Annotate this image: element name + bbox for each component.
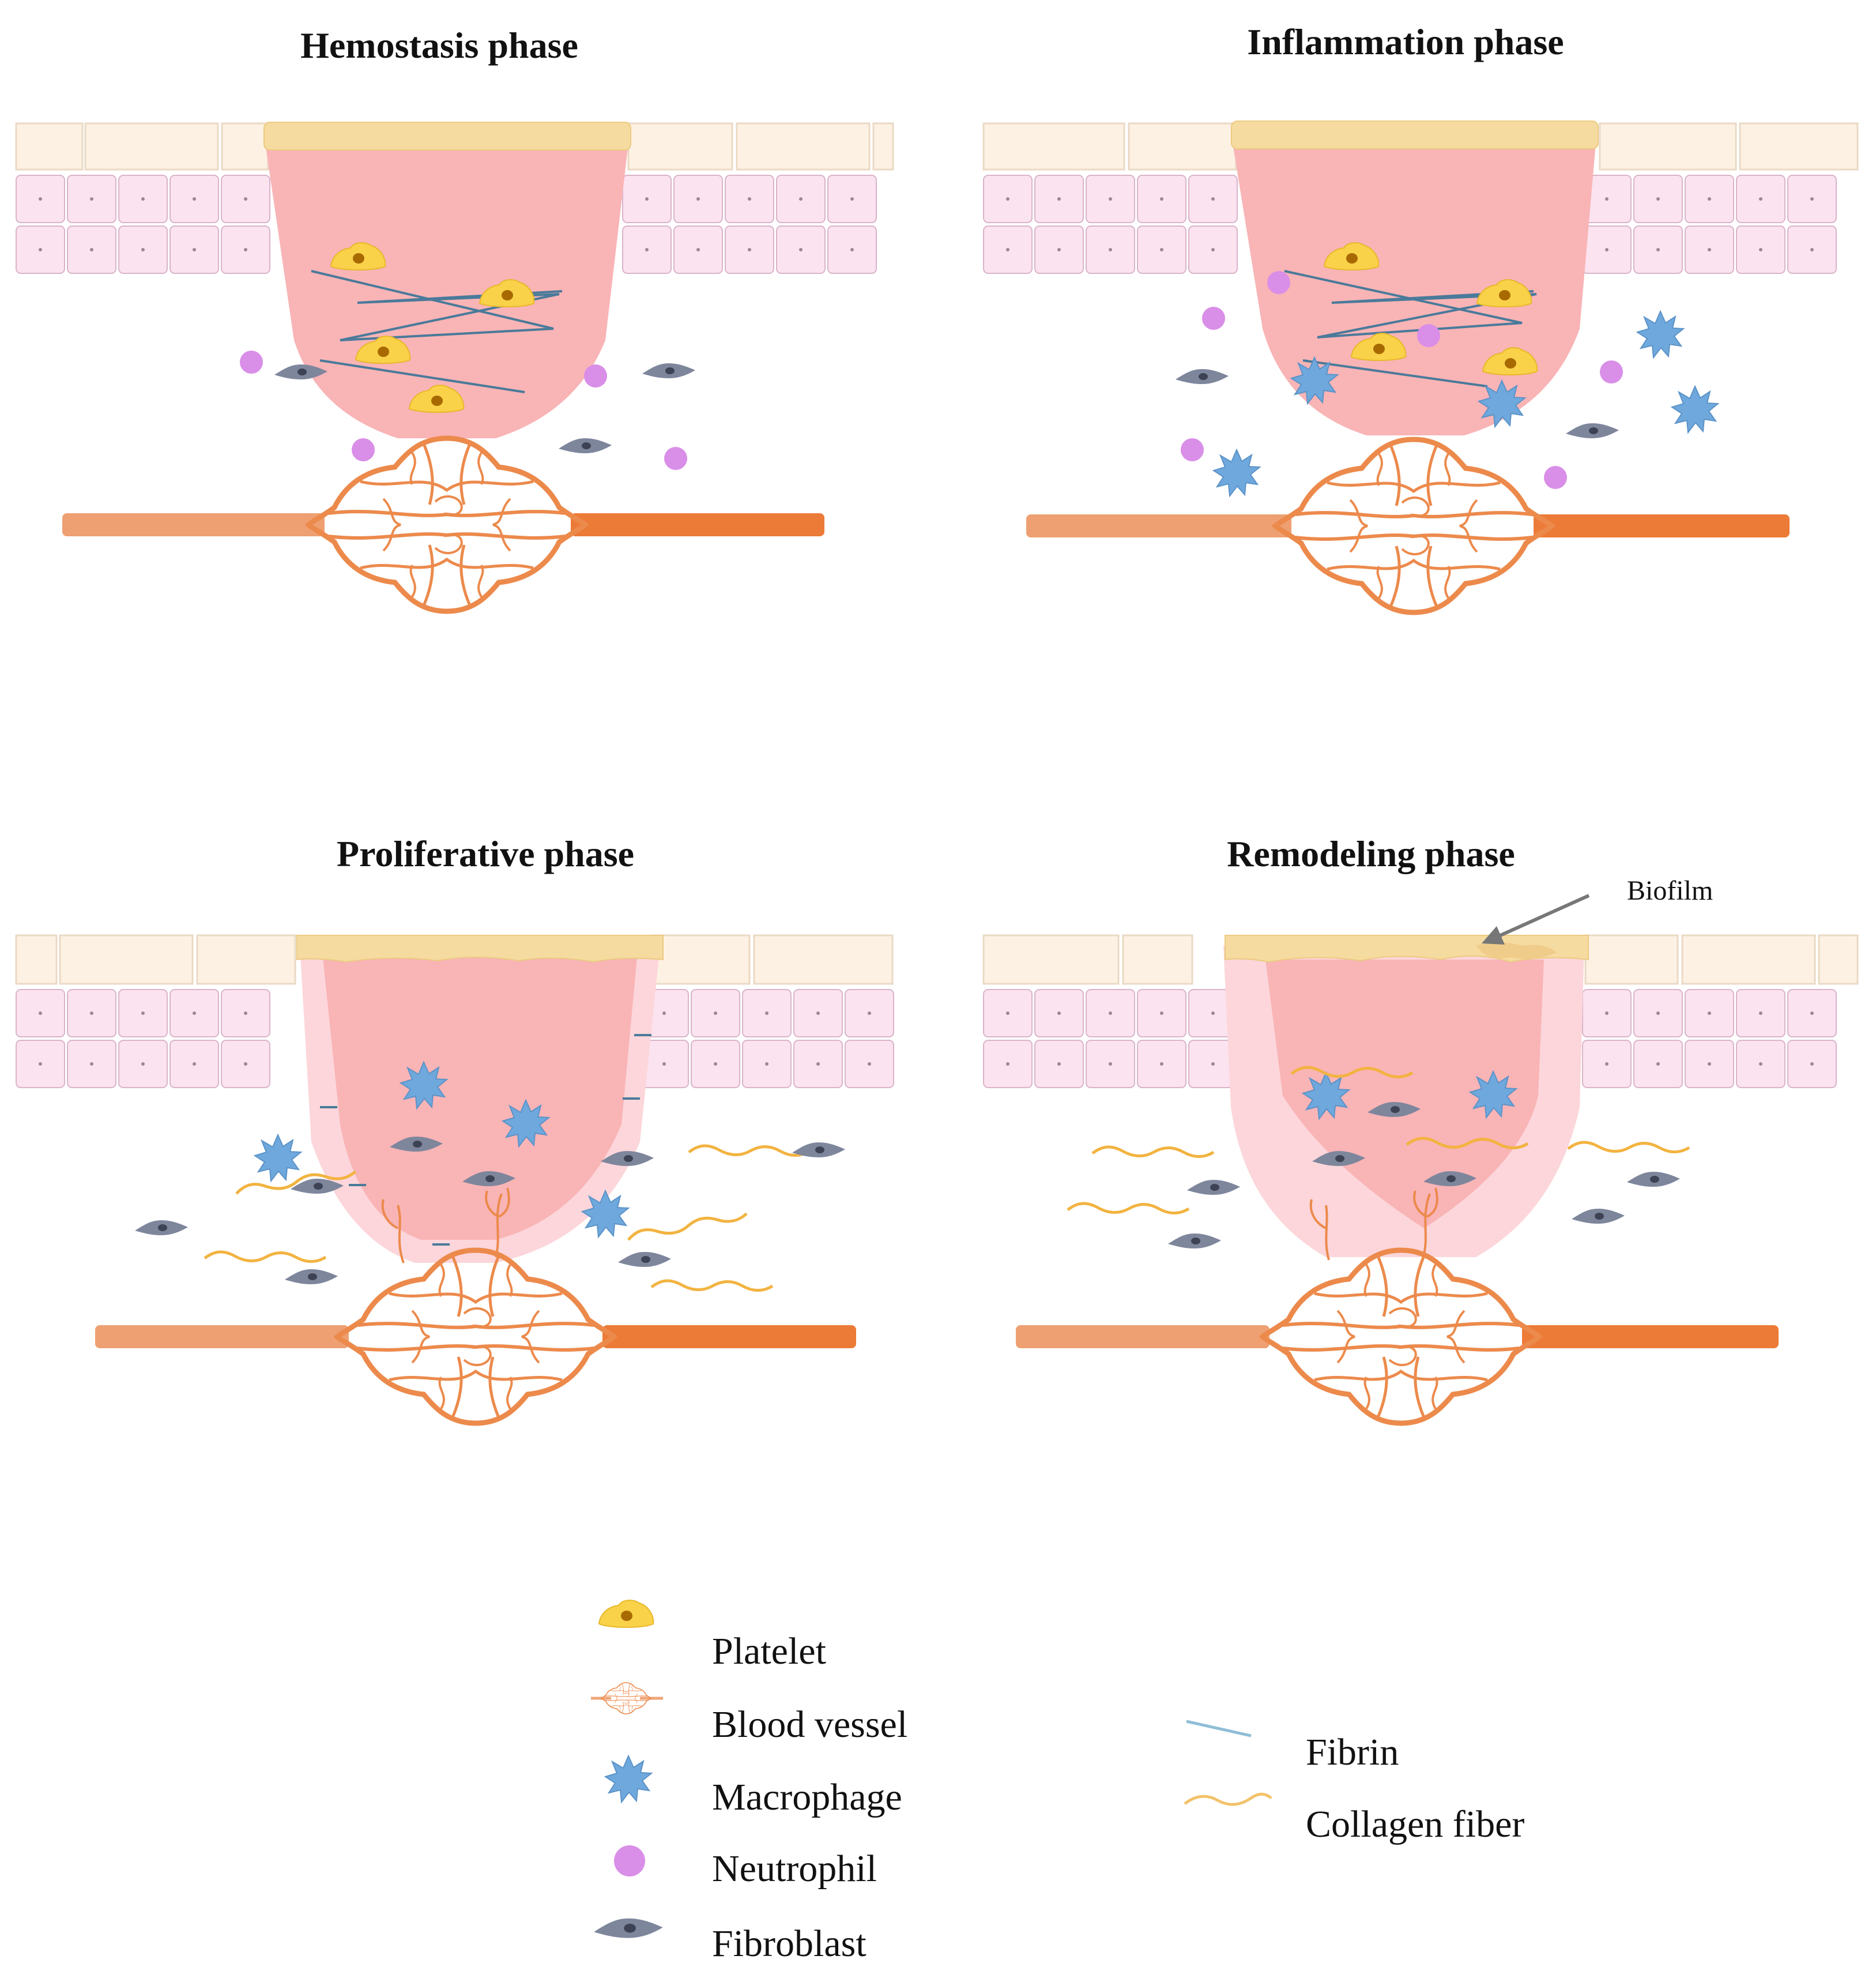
legend-item-fibrin: Fibrin xyxy=(1186,1720,1399,1773)
legend-item-platelet: Platelet xyxy=(598,1600,826,1672)
legend-item-fibroblast: Fibroblast xyxy=(594,1918,867,1965)
panel-title: Inflammation phase xyxy=(1247,21,1564,62)
panel-hemostasis: Hemostasis phase xyxy=(15,25,894,611)
panel-proliferative: Proliferative phase xyxy=(15,833,894,1423)
svg-text:Blood vessel: Blood vessel xyxy=(712,1703,907,1746)
panel-title: Proliferative phase xyxy=(337,833,634,874)
panel-title: Remodeling phase xyxy=(1227,833,1515,874)
macrophage-icon xyxy=(605,1755,652,1803)
epidermis-top-layer xyxy=(982,122,1859,171)
legend-item-macrophage: Macrophage xyxy=(605,1755,902,1818)
collagen-fiber-icon xyxy=(1184,1792,1272,1806)
platelet-icon xyxy=(598,1600,654,1628)
legend-item-blood-vessel: Blood vessel xyxy=(591,1682,907,1746)
panel-inflammation: Inflammation phase xyxy=(982,21,1859,612)
legend-item-collagen-fiber: Collagen fiber xyxy=(1184,1792,1524,1845)
epidermis-top-layer xyxy=(15,122,894,171)
wound-bed xyxy=(1265,960,1544,1228)
epidermis-top-layer xyxy=(982,934,1859,985)
scab xyxy=(1231,121,1599,149)
legend-item-neutrophil: Neutrophil xyxy=(614,1845,877,1890)
panel-title: Hemostasis phase xyxy=(300,25,578,66)
blood-vessel xyxy=(95,1187,856,1423)
wound-bed xyxy=(265,143,628,438)
blood-vessel xyxy=(1026,439,1790,612)
svg-text:Platelet: Platelet xyxy=(712,1630,826,1672)
neutrophil-icon xyxy=(614,1845,645,1876)
scab xyxy=(263,122,631,151)
svg-text:Neutrophil: Neutrophil xyxy=(712,1848,877,1890)
blood-vessel xyxy=(1016,1187,1779,1423)
svg-text:Collagen fiber: Collagen fiber xyxy=(1306,1803,1524,1845)
biofilm-arrow xyxy=(1482,894,1590,945)
fibrin-strands xyxy=(311,270,563,393)
blood-vessel-icon xyxy=(591,1682,663,1714)
panel-remodeling: Remodeling phase Biofilm xyxy=(982,833,1859,1423)
svg-text:Macrophage: Macrophage xyxy=(712,1776,902,1818)
scab xyxy=(296,935,664,963)
wound-bed xyxy=(323,957,637,1240)
biofilm-label: Biofilm xyxy=(1627,875,1713,906)
biofilm-patch xyxy=(1476,942,1557,959)
fibrin-icon xyxy=(1186,1720,1252,1737)
svg-text:Fibrin: Fibrin xyxy=(1306,1731,1399,1773)
epidermis-top-layer xyxy=(15,934,894,985)
fibroblast-icon xyxy=(594,1918,663,1938)
svg-text:Fibroblast: Fibroblast xyxy=(712,1923,867,1965)
fibrin-fragments xyxy=(320,1034,651,1246)
legend: Platelet Blood vessel Macrophage Neutrop… xyxy=(591,1600,1524,1965)
fibrin-strands xyxy=(1284,270,1537,388)
blood-vessel xyxy=(62,438,824,611)
